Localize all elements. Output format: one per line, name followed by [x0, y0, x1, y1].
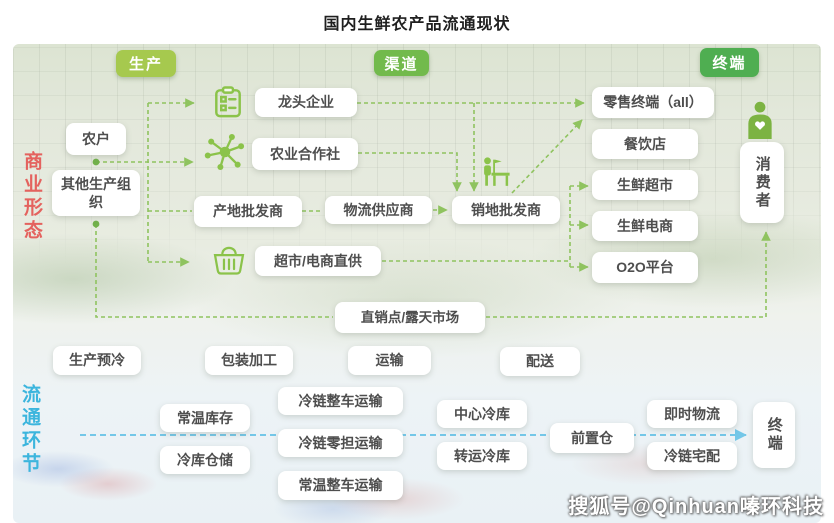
- node-logistics-provider: 物流供应商: [325, 196, 432, 224]
- network-hub-icon: [202, 131, 248, 178]
- node-cold-chain-home-delivery: 冷链宅配: [647, 442, 737, 470]
- clipboard-list-icon: [213, 86, 243, 123]
- market-vendor-icon: [479, 154, 513, 193]
- node-direct-sales-market: 直销点/露天市场: [335, 302, 485, 333]
- person-heart-icon: [744, 101, 776, 144]
- node-o2o-platform: O2O平台: [592, 252, 698, 283]
- node-central-cold-storage: 中心冷库: [437, 400, 527, 428]
- node-leading-enterprise: 龙头企业: [255, 88, 357, 117]
- watermark: 搜狐号@Qinhuan嗪环科技: [568, 496, 824, 518]
- node-packaging: 包装加工: [205, 346, 293, 375]
- node-retail-terminal: 零售终端（all）: [592, 87, 714, 118]
- node-consumer: 消费者: [740, 142, 784, 223]
- node-front-warehouse: 前置仓: [550, 423, 634, 453]
- node-cold-chain-ltl: 冷链零担运输: [278, 429, 403, 457]
- node-farmer: 农户: [66, 123, 126, 155]
- side-label-business-form: 商业形态: [21, 151, 42, 243]
- node-transfer-cold-storage: 转运冷库: [437, 442, 527, 470]
- node-ambient-storage: 常温库存: [160, 404, 250, 432]
- node-delivery: 配送: [500, 347, 580, 376]
- shopping-basket-icon: [210, 241, 248, 282]
- side-label-circulation-link: 流通环节: [19, 384, 40, 476]
- node-precooling: 生产预冷: [53, 346, 141, 375]
- node-supermarket-direct: 超市/电商直供: [255, 246, 381, 276]
- badge-channel: 渠道: [374, 50, 429, 76]
- node-ambient-ftl: 常温整车运输: [278, 471, 403, 500]
- badge-production: 生产: [116, 50, 176, 77]
- node-restaurant: 餐饮店: [592, 129, 698, 159]
- node-sales-wholesaler: 销地批发商: [452, 196, 560, 224]
- node-other-production-org: 其他生产组织: [52, 170, 140, 216]
- page-title: 国内生鲜农产品流通现状: [323, 16, 511, 33]
- node-fresh-supermarket: 生鲜超市: [592, 170, 698, 200]
- node-cold-chain-ftl: 冷链整车运输: [278, 387, 403, 415]
- node-fresh-ecommerce: 生鲜电商: [592, 211, 698, 241]
- node-transport: 运输: [348, 346, 431, 375]
- node-cold-storage-warehouse: 冷库仓储: [160, 446, 250, 474]
- node-origin-wholesaler: 产地批发商: [194, 196, 302, 227]
- node-agricultural-cooperative: 农业合作社: [252, 138, 358, 170]
- node-terminal: 终端: [753, 402, 795, 468]
- badge-terminal: 终端: [700, 48, 759, 77]
- node-instant-logistics: 即时物流: [647, 400, 737, 428]
